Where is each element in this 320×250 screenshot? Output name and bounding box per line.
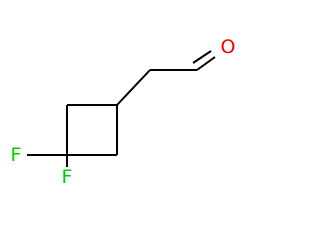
structure-diagram: O F F <box>10 36 236 188</box>
fluorine-atom-label-bottom: F <box>62 166 73 188</box>
carbonyl-bond-primary <box>196 56 216 71</box>
molecule-drawing: O F F <box>11 36 236 188</box>
carbonyl-bond-secondary <box>192 50 212 64</box>
fluorine-atom-label-left: F <box>11 144 22 166</box>
oxygen-atom-label: O <box>221 36 236 58</box>
chain-bond-ring-ch2 <box>116 69 151 106</box>
